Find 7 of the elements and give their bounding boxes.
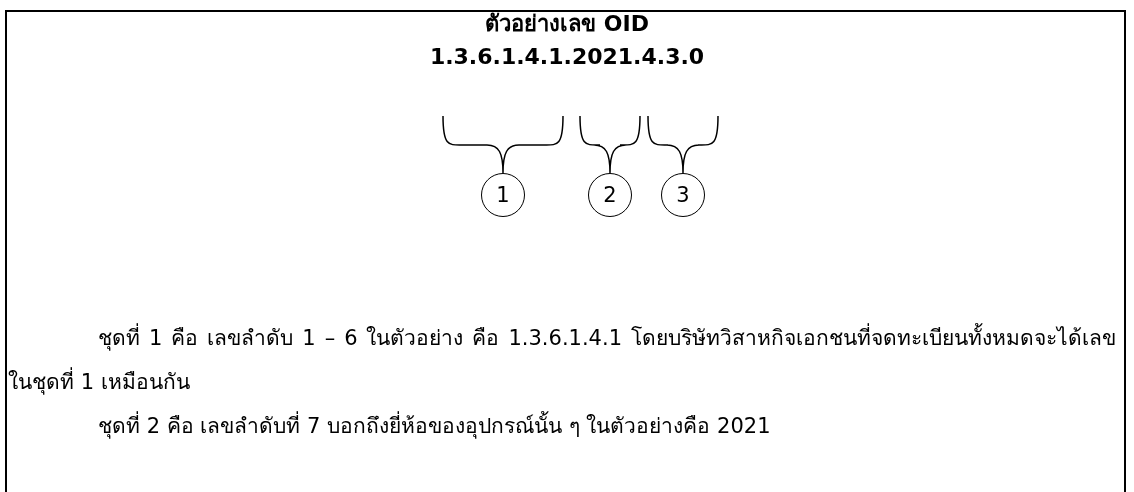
number-circle: 3: [661, 173, 705, 217]
paragraph: ชุดที่ 2 คือ เลขลำดับที่ 7 บอกถึงยี่ห้อของอุปกรณ์นั้น ๆ ในตัวอย่างคือ 2021: [8, 404, 1116, 448]
number-circle: 1: [481, 173, 525, 217]
paragraph: ชุดที่ 1 คือ เลขลำดับ 1 – 6 ในตัวอย่าง คือ 1.3.6.1.4.1 โดยบริษัทวิสาหกิจเอกชนที่จดทะเบียนทั้งหมดจะได้เลขในชุดที่ 1 เหมือนกัน: [8, 316, 1116, 404]
number-circle: 2: [588, 173, 632, 217]
oid-number: 1.3.6.1.4.1.2021.4.3.0: [428, 44, 706, 69]
diagram-title: ตัวอย่างเลข OID: [484, 10, 650, 38]
